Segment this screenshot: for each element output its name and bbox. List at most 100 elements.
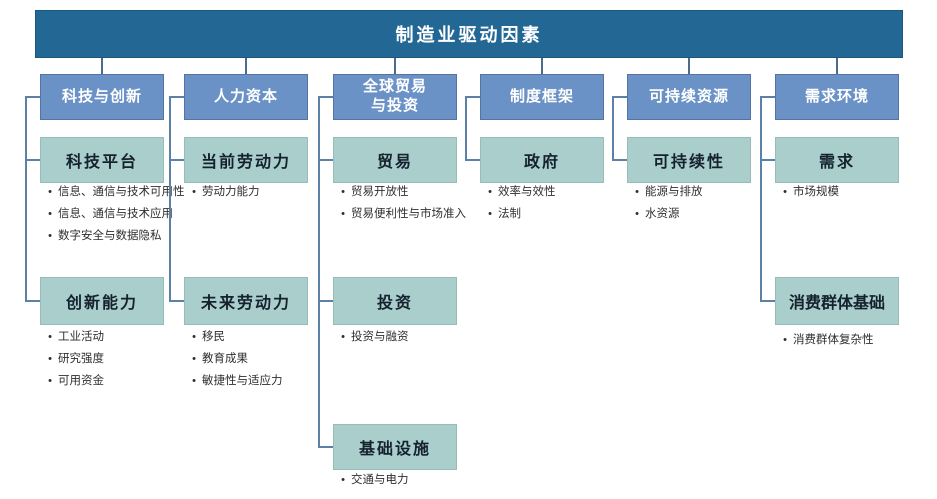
column-header-sustainable-resources: 可持续资源 <box>627 74 751 120</box>
node-infrastructure: 基础设施 <box>333 424 457 470</box>
bullet-list-infrastructure: •交通与电力 <box>335 474 485 488</box>
column-header-tech-innovation: 科技与创新 <box>40 74 164 120</box>
connector-elbow <box>760 96 775 98</box>
node-label: 投资 <box>376 295 413 312</box>
node-label: 消费群体基础 <box>788 295 885 312</box>
connector-elbow <box>318 96 333 98</box>
bullet-icon: • <box>48 331 52 343</box>
list-item: •消费群体复杂性 <box>777 334 937 348</box>
list-item: •可用资金 <box>42 375 214 389</box>
node-demand: 需求 <box>775 137 899 183</box>
connector-elbow <box>612 96 627 98</box>
connector-spine-human <box>169 96 171 302</box>
bullet-icon: • <box>192 186 196 198</box>
bullet-icon: • <box>341 474 345 486</box>
node-innovation-capacity: 创新能力 <box>40 277 164 325</box>
bullet-list-current-workforce: •劳动力能力 <box>186 186 336 200</box>
bullet-icon: • <box>341 331 345 343</box>
list-item: •水资源 <box>629 208 779 222</box>
bullet-icon: • <box>635 207 639 220</box>
connector-banner-tech <box>101 58 103 74</box>
bullet-icon: • <box>783 186 787 198</box>
node-consumer-base: 消费群体基础 <box>775 277 899 325</box>
bullet-icon: • <box>192 352 196 365</box>
list-item: •投资与融资 <box>335 331 485 345</box>
diagram-title: 制造业驱动因素 <box>395 25 543 45</box>
connector-banner-institution <box>541 58 543 74</box>
list-item: •移民 <box>186 331 336 345</box>
bullet-icon: • <box>192 331 196 343</box>
column-header-label: 全球贸易 <box>362 78 427 96</box>
bullet-list-tech-platform: •信息、通信与技术可用性 •信息、通信与技术应用 •数字安全与数据隐私 <box>42 186 214 243</box>
list-item: •教育成果 <box>186 353 336 367</box>
node-trade: 贸易 <box>333 137 457 183</box>
bullet-list-future-workforce: •移民 •教育成果 •敏捷性与适应力 <box>186 331 336 388</box>
connector-elbow <box>465 159 480 161</box>
bullet-icon: • <box>341 186 345 198</box>
bullet-icon: • <box>783 334 787 346</box>
bullet-icon: • <box>48 374 52 387</box>
bullet-list-consumer-base: •消费群体复杂性 <box>777 334 937 348</box>
list-item: •贸易便利性与市场准入 <box>335 208 505 222</box>
bullet-icon: • <box>48 229 52 242</box>
diagram-title-banner: 制造业驱动因素 <box>35 10 903 58</box>
list-item: •能源与排放 <box>629 186 779 200</box>
list-item: •信息、通信与技术可用性 <box>42 186 214 200</box>
bullet-list-trade: •贸易开放性 •贸易便利性与市场准入 <box>335 186 505 222</box>
list-item: •数字安全与数据隐私 <box>42 230 214 244</box>
connector-elbow <box>169 159 184 161</box>
node-tech-platform: 科技平台 <box>40 137 164 183</box>
connector-elbow <box>318 300 333 302</box>
connector-spine-institution <box>465 96 467 161</box>
bullet-icon: • <box>635 186 639 198</box>
list-item: •交通与电力 <box>335 474 485 488</box>
node-label: 当前劳动力 <box>200 154 291 171</box>
column-header-label: 需求环境 <box>804 87 869 105</box>
list-item: •信息、通信与技术应用 <box>42 208 214 222</box>
node-label: 贸易 <box>376 154 413 171</box>
column-header-demand-environment: 需求环境 <box>775 74 899 120</box>
node-label: 创新能力 <box>65 295 138 312</box>
connector-banner-human <box>245 58 247 74</box>
bullet-list-government: •效率与效性 •法制 <box>482 186 632 222</box>
node-sustainability: 可持续性 <box>627 137 751 183</box>
column-header-label: 人力资本 <box>213 87 278 105</box>
bullet-icon: • <box>341 207 345 220</box>
bullet-list-demand: •市场规模 <box>777 186 927 200</box>
column-header-label: 与投资 <box>370 97 419 114</box>
column-header-label: 可持续资源 <box>648 87 729 105</box>
connector-elbow <box>169 96 184 98</box>
connector-spine-trade <box>318 96 320 448</box>
connector-elbow <box>169 300 184 302</box>
bullet-icon: • <box>488 207 492 220</box>
connector-spine-demand <box>760 96 762 302</box>
list-item: •劳动力能力 <box>186 186 336 200</box>
connector-elbow <box>318 159 333 161</box>
column-header-label: 制度框架 <box>509 87 574 105</box>
connector-elbow <box>760 159 775 161</box>
column-header-institutional-framework: 制度框架 <box>480 74 604 120</box>
bullet-list-sustainability: •能源与排放 •水资源 <box>629 186 779 222</box>
node-government: 政府 <box>480 137 604 183</box>
bullet-icon: • <box>48 186 52 198</box>
column-header-global-trade-investment: 全球贸易 与投资 <box>333 74 457 120</box>
column-header-label: 科技与创新 <box>61 87 142 105</box>
node-investment: 投资 <box>333 277 457 325</box>
connector-banner-trade <box>394 58 396 74</box>
connector-elbow <box>25 159 40 161</box>
bullet-icon: • <box>192 374 196 387</box>
connector-elbow <box>25 96 40 98</box>
bullet-icon: • <box>48 352 52 365</box>
node-label: 可持续性 <box>652 154 725 171</box>
connector-elbow <box>612 159 627 161</box>
bullet-icon: • <box>48 207 52 220</box>
connector-banner-sustain <box>688 58 690 74</box>
bullet-icon: • <box>488 186 492 198</box>
node-label: 政府 <box>523 154 560 171</box>
node-label: 基础设施 <box>358 441 431 458</box>
node-label: 需求 <box>818 154 855 171</box>
node-label: 科技平台 <box>65 154 138 171</box>
list-item: •市场规模 <box>777 186 927 200</box>
node-future-workforce: 未来劳动力 <box>184 277 308 325</box>
